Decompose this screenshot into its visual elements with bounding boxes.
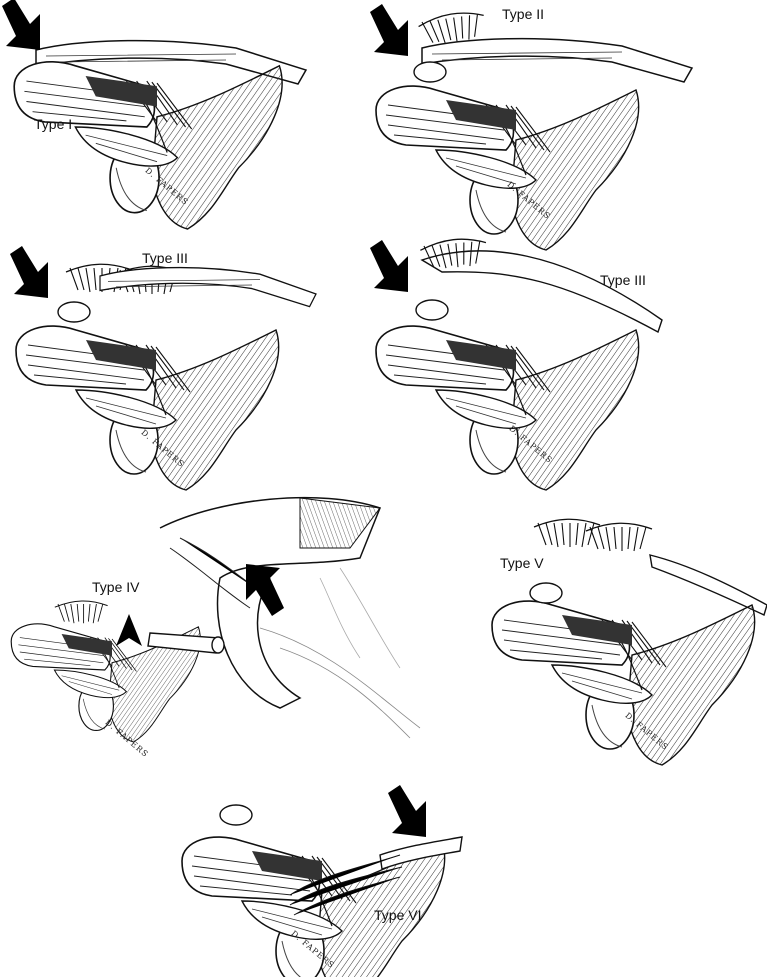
panel-type-5: Type V D. FAPERS	[480, 515, 767, 766]
shoulder-illustration	[181, 804, 463, 977]
label-type-6: Type VI	[374, 907, 422, 923]
shoulder-illustration	[15, 263, 317, 491]
panel-type-2: Type II D. FAPERS	[362, 0, 693, 251]
arrow-icon	[388, 785, 426, 837]
arrow-icon	[246, 564, 284, 616]
label-type-1: Type I	[34, 116, 73, 132]
arrow-icon	[370, 4, 408, 56]
label-type-5: Type V	[500, 555, 544, 571]
panel-type-4: Type IV D. FAPERS	[0, 488, 450, 759]
panel-type-6: Type VI D. FAPERS	[170, 785, 470, 977]
shoulder-illustration	[10, 496, 421, 743]
label-type-3b: Type III	[600, 272, 646, 288]
arrow-icon	[10, 246, 48, 298]
shoulder-illustration	[491, 518, 767, 766]
shoulder-illustration	[375, 236, 663, 491]
label-type-4: Type IV	[92, 579, 140, 595]
panel-type-3b: Type III D. FAPERS	[362, 236, 682, 491]
arrow-icon	[2, 0, 40, 50]
arrow-icon	[370, 240, 408, 292]
panel-type-3a: Type III D. FAPERS	[0, 246, 317, 491]
shoulder-illustration	[375, 8, 693, 251]
arrowhead-icon	[116, 614, 142, 646]
label-type-2: Type II	[502, 6, 545, 22]
label-type-3a: Type III	[142, 250, 188, 266]
panel-type-1: Type I D. FAPERS	[0, 0, 307, 230]
